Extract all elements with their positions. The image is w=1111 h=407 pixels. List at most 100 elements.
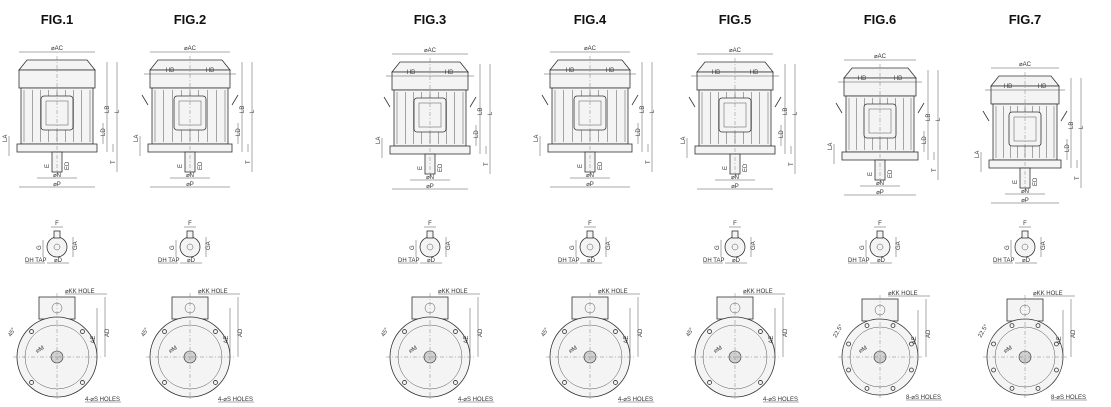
shaft-circle xyxy=(579,236,601,258)
dim-g-label: G xyxy=(410,245,416,250)
mounting-hole xyxy=(991,341,996,347)
lifting-lug xyxy=(917,102,925,114)
dim-p-label: ⌀P xyxy=(426,184,434,190)
dim-n-label: ⌀N xyxy=(186,173,194,179)
dim-ld-label: LD xyxy=(236,128,242,136)
dim-ae-label: AE xyxy=(769,336,775,344)
dim-la-label: LA xyxy=(376,137,382,144)
dim-hb-label: HB xyxy=(445,70,453,76)
dim-f-label: F xyxy=(733,221,737,227)
dim-p-label: ⌀P xyxy=(586,182,594,188)
shaft-key xyxy=(426,230,434,239)
dim-m-label: ⌀M xyxy=(168,345,178,355)
figure-title: FIG.5 xyxy=(719,12,752,27)
dim-ga-label: GA xyxy=(896,241,902,250)
shaft-circle xyxy=(179,236,201,258)
center-tap-hole xyxy=(1021,243,1029,251)
mounting-hole xyxy=(890,323,896,328)
dim-d-label: ⌀D xyxy=(427,258,436,264)
center-tap-hole xyxy=(731,243,739,251)
dim-ae-label: AE xyxy=(91,336,97,344)
dim-l-label: L xyxy=(936,117,942,121)
dim-l-label: L xyxy=(250,109,256,113)
kk-hole-label: ⌀KK HOLE xyxy=(743,289,773,295)
dim-ed-label: ED xyxy=(65,161,71,170)
dim-ad-label: AD xyxy=(478,328,484,337)
dim-t-label: T xyxy=(484,162,490,166)
mounting-hole xyxy=(1054,367,1059,373)
lifting-lug xyxy=(231,94,239,106)
mounting-hole xyxy=(80,380,85,385)
dim-f-label: F xyxy=(55,221,59,227)
dim-ad-label: AD xyxy=(783,328,789,337)
dim-ld-label: LD xyxy=(474,130,480,138)
mounting-hole xyxy=(162,329,167,334)
shaft-circle xyxy=(419,236,441,258)
dim-t-label: T xyxy=(111,160,117,164)
dim-e-label: E xyxy=(45,164,51,168)
dim-ld-label: LD xyxy=(922,136,928,144)
holes-label: 4-⌀S HOLES xyxy=(618,397,653,403)
dim-n-label: ⌀N xyxy=(586,173,594,179)
dim-d-label: ⌀D xyxy=(732,258,741,264)
mounting-hole xyxy=(909,367,914,373)
dim-la-label: LA xyxy=(534,135,540,142)
dim-m-label: ⌀M xyxy=(35,345,45,355)
dim-la-label: LA xyxy=(134,135,140,142)
dim-ld-label: LD xyxy=(101,128,107,136)
figure-title: FIG.2 xyxy=(174,12,207,27)
dim-m-label: ⌀M xyxy=(408,345,418,355)
mounting-hole xyxy=(707,380,712,385)
dim-f-label: F xyxy=(588,221,592,227)
dim-ld-label: LD xyxy=(779,130,785,138)
dim-lb-label: LB xyxy=(478,108,484,115)
dim-p-label: ⌀P xyxy=(731,184,739,190)
dim-la-label: LA xyxy=(828,143,834,150)
dim-e-label: E xyxy=(868,172,874,176)
dim-l-label: L xyxy=(793,111,799,115)
dh-tap-label: DH TAP xyxy=(703,258,724,264)
shaft-key xyxy=(186,230,194,239)
mounting-hole xyxy=(613,380,618,385)
center-tap-hole xyxy=(586,243,594,251)
dim-lb-label: LB xyxy=(1069,122,1075,129)
dim-ga-label: GA xyxy=(751,241,757,250)
dim-la-label: LA xyxy=(681,137,687,144)
dim-f-label: F xyxy=(188,221,192,227)
dim-ed-label: ED xyxy=(438,163,444,172)
dim-ae-label: AE xyxy=(224,336,230,344)
lifting-lug xyxy=(541,94,549,106)
dim-t-label: T xyxy=(789,162,795,166)
dh-tap-label: DH TAP xyxy=(158,258,179,264)
dh-tap-label: DH TAP xyxy=(398,258,419,264)
dim-n-label: ⌀N xyxy=(53,173,61,179)
kk-hole-label: ⌀KK HOLE xyxy=(65,289,95,295)
dim-ac-label: ⌀AC xyxy=(1019,62,1032,68)
dim-e-label: E xyxy=(178,164,184,168)
mounting-hole xyxy=(758,329,763,334)
dim-p-label: ⌀P xyxy=(876,190,884,196)
kk-hole-label: ⌀KK HOLE xyxy=(1033,291,1063,297)
holes-label: 8-⌀S HOLES xyxy=(906,395,941,401)
dim-hb-label: HB xyxy=(712,70,720,76)
dim-ga-label: GA xyxy=(1041,241,1047,250)
dim-hb-label: HB xyxy=(1038,84,1046,90)
angle-label: 22.5° xyxy=(978,323,991,339)
lifting-lug xyxy=(141,94,149,106)
dim-e-label: E xyxy=(1013,180,1019,184)
